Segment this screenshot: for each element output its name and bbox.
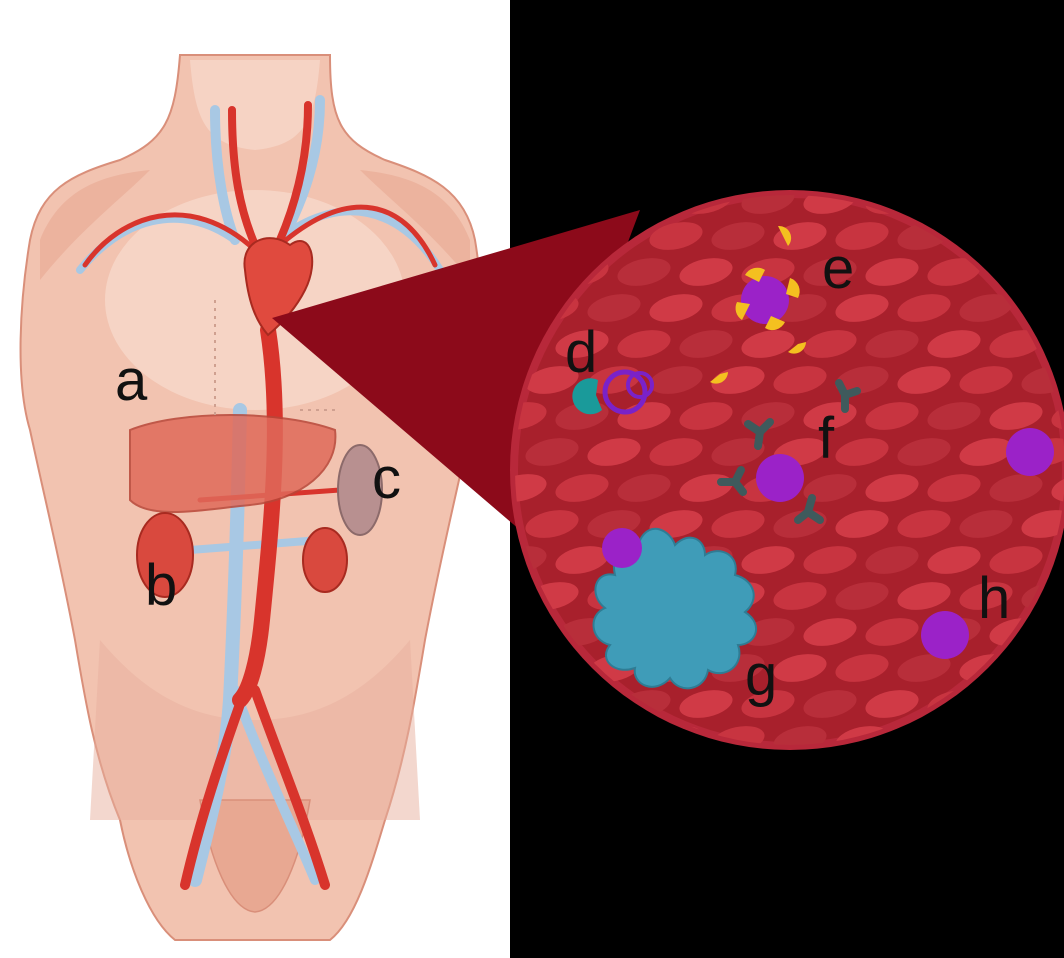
kidney-right <box>303 528 347 592</box>
edge-purple-cell <box>1006 428 1054 476</box>
label-g: g <box>745 643 777 708</box>
cell-f-purple-cell <box>756 454 804 502</box>
label-f: f <box>818 406 835 471</box>
label-h: h <box>978 566 1010 631</box>
label-d: d <box>565 320 597 385</box>
label-e: e <box>822 236 854 301</box>
label-a: a <box>115 348 148 413</box>
cell-e-purple-cell <box>741 276 789 324</box>
label-b: b <box>145 553 177 618</box>
cell-h-purple-cell <box>921 611 969 659</box>
human-torso-illustration <box>21 55 482 940</box>
engulfed-purple-cell <box>602 528 642 568</box>
label-c: c <box>372 446 401 511</box>
